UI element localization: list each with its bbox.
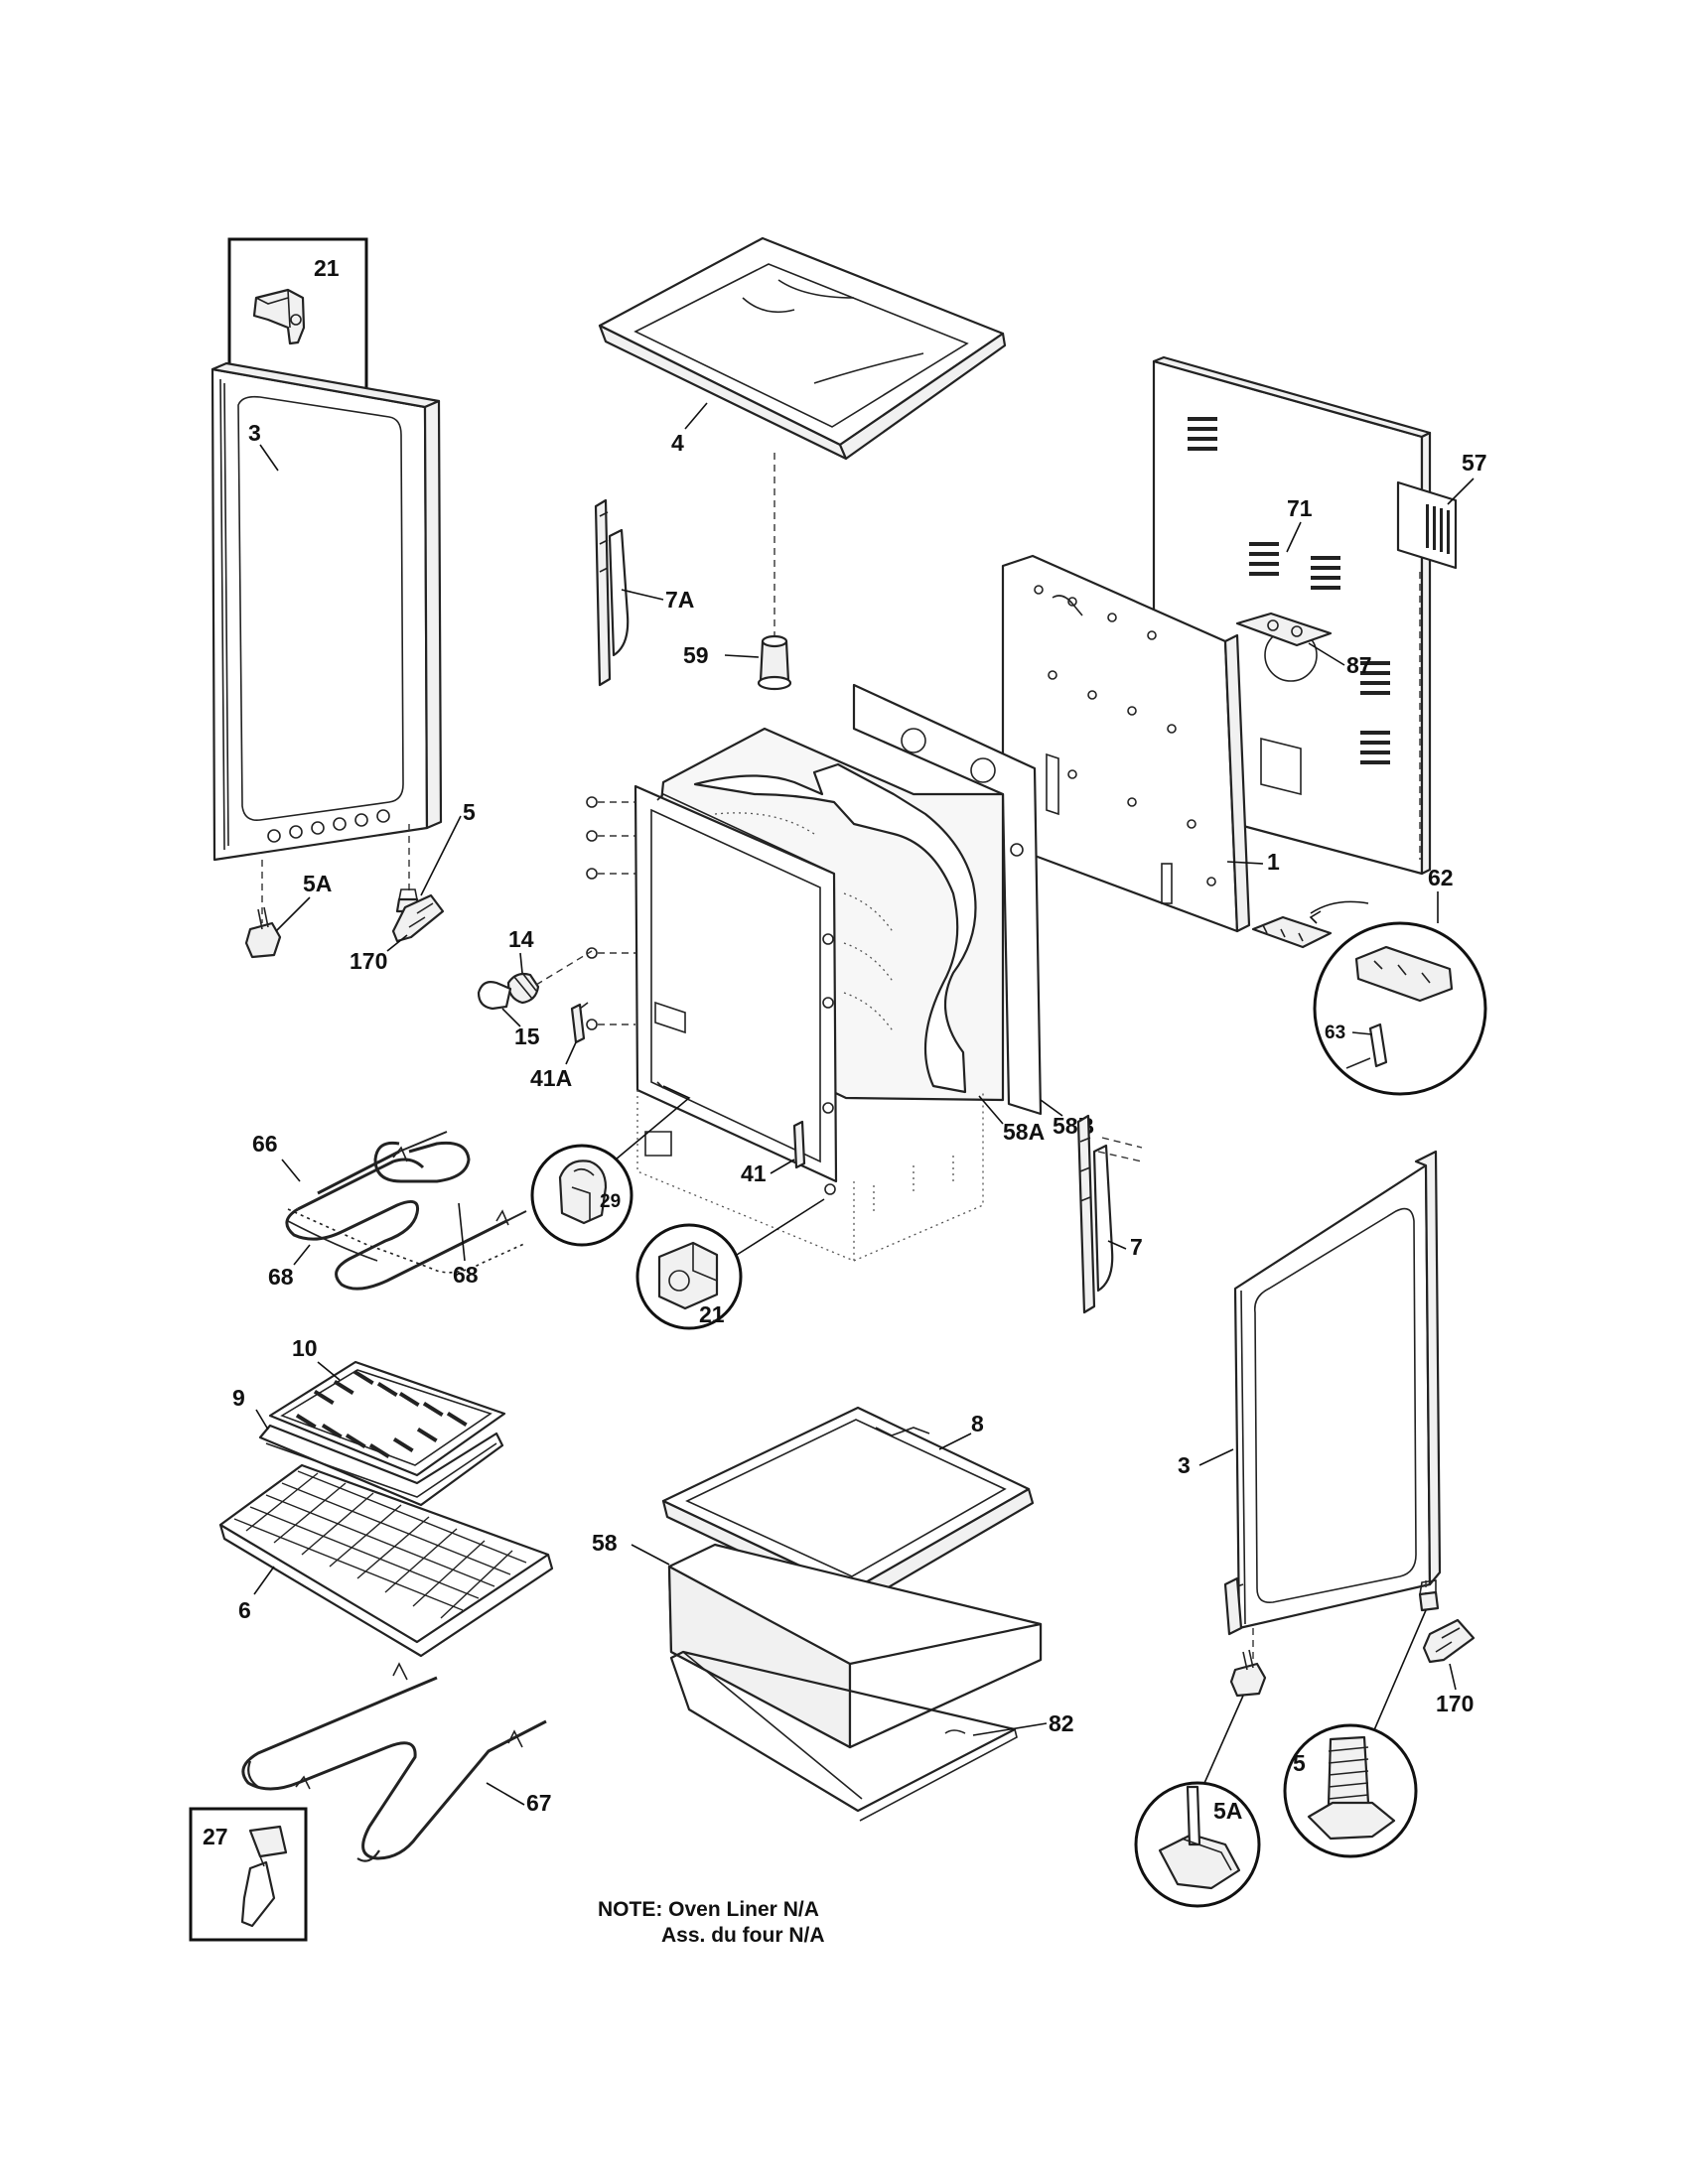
part-68-element-wires: 68 68 <box>268 1202 527 1290</box>
part-57-vent-cover: 57 <box>1396 450 1487 570</box>
label-66: 66 <box>252 1131 278 1157</box>
part-82-drawer-pan: 82 <box>669 1650 1074 1822</box>
label-7: 7 <box>1130 1234 1143 1260</box>
label-58A: 58A <box>1003 1119 1045 1145</box>
label-57: 57 <box>1462 450 1487 476</box>
oven-cavity-insulation: 58B 58A <box>586 683 1094 1262</box>
label-5-circle: 5 <box>1293 1750 1306 1776</box>
label-5A-left: 5A <box>303 871 332 896</box>
part-5A-leg-bracket-right: 5A <box>1134 1649 1267 1908</box>
label-10: 10 <box>292 1335 318 1361</box>
label-170-left: 170 <box>350 948 387 974</box>
part-87-terminal-block-plate: 87 <box>1235 612 1372 678</box>
part-41A-clip: 41A <box>530 1002 589 1091</box>
part-14-light-socket: 14 <box>506 926 593 1005</box>
label-87: 87 <box>1346 652 1372 678</box>
label-62: 62 <box>1428 865 1454 890</box>
part-66-broil-element: 66 <box>252 1131 527 1291</box>
label-14: 14 <box>508 926 534 952</box>
part-7A-rack-support: 7A <box>594 498 694 687</box>
label-82: 82 <box>1049 1710 1074 1736</box>
note-line-1: NOTE: Oven Liner N/A <box>598 1898 819 1921</box>
part-5-leveling-leg-right: 5 <box>1283 1579 1440 1858</box>
label-4: 4 <box>671 430 684 456</box>
label-9: 9 <box>232 1385 245 1411</box>
label-21-circle: 21 <box>699 1301 725 1327</box>
label-59: 59 <box>683 642 709 668</box>
part-5A-leg-bracket-left: 5A <box>244 871 332 959</box>
part-4-top-cover: 4 <box>598 236 1007 461</box>
part-15-light-bulb: 15 <box>477 981 540 1049</box>
label-41A: 41A <box>530 1065 572 1091</box>
part-27-inset-box: 27 <box>189 1807 308 1942</box>
part-10-broiler-pan-grid: 10 <box>268 1335 506 1477</box>
part-59-vent-tube: 59 <box>683 634 792 691</box>
label-3-right: 3 <box>1178 1452 1191 1478</box>
label-68-right: 68 <box>453 1262 479 1288</box>
label-58: 58 <box>592 1530 618 1556</box>
note-line-2: Ass. du four N/A <box>661 1924 825 1947</box>
part-9-broiler-pan: 9 <box>232 1385 504 1507</box>
part-58-drawer-insulation: 58 <box>592 1530 1043 1749</box>
part-3-door-right: 3 <box>1178 1150 1442 1636</box>
label-21-box: 21 <box>314 255 340 281</box>
part-67-bake-element: 67 <box>241 1662 552 1862</box>
label-170-right: 170 <box>1436 1691 1474 1716</box>
part-21-clip-detail: 21 <box>635 1198 825 1330</box>
label-29: 29 <box>600 1191 621 1212</box>
part-7-rack-support: 7 <box>1076 1114 1143 1314</box>
label-27: 27 <box>203 1824 228 1849</box>
part-170-hinge-bracket-left: 170 <box>350 893 445 974</box>
label-41: 41 <box>741 1160 767 1186</box>
label-8: 8 <box>971 1411 984 1436</box>
part-29-clip-detail: 29 <box>530 1085 691 1247</box>
label-67: 67 <box>526 1790 552 1816</box>
label-5A-circle: 5A <box>1213 1798 1242 1824</box>
part-6-oven-rack: 6 <box>218 1463 554 1658</box>
label-7A: 7A <box>665 587 694 613</box>
label-63: 63 <box>1325 1023 1345 1043</box>
label-3-left: 3 <box>248 420 261 446</box>
part-170-hinge-bracket-right: 170 <box>1422 1618 1476 1716</box>
part-62-terminal-block: 62 63 <box>1251 865 1487 1096</box>
label-71: 71 <box>1287 495 1313 521</box>
label-5-left: 5 <box>463 799 476 825</box>
label-1: 1 <box>1267 849 1280 875</box>
part-41-clip: 41 <box>741 1120 806 1186</box>
part-1-oven-back-panel: 1 <box>1001 554 1280 933</box>
label-6: 6 <box>238 1597 251 1623</box>
label-15: 15 <box>514 1024 540 1049</box>
note-block: NOTE: Oven Liner N/A Ass. du four N/A <box>598 1898 825 1947</box>
part-3-door-left: 3 <box>211 361 443 862</box>
label-68-left: 68 <box>268 1264 294 1290</box>
